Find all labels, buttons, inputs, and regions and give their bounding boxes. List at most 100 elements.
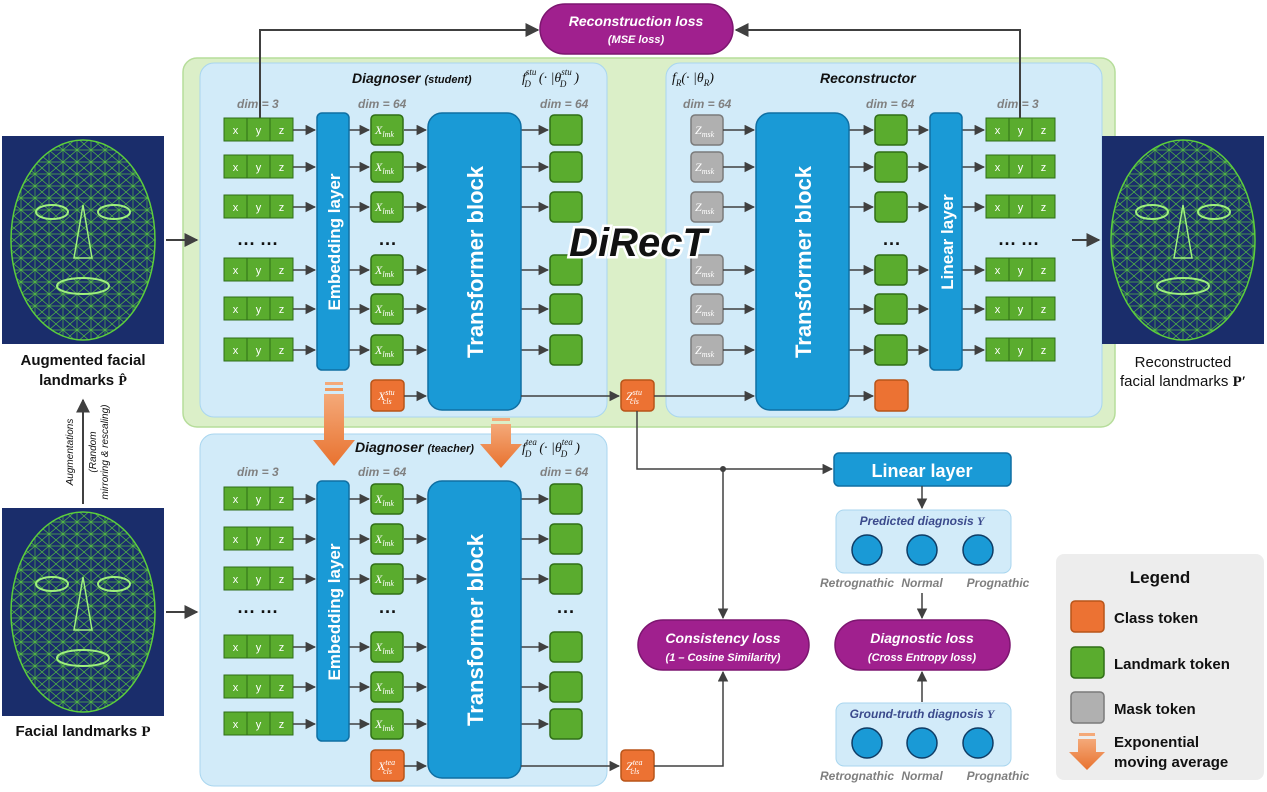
consistency-loss-sub: (1 – Cosine Similarity) (666, 652, 781, 664)
augmentation-label-2: (Random (88, 431, 99, 472)
dim-label: dim = 64 (358, 465, 407, 479)
coordinate-label: y (1018, 202, 1024, 214)
dim-label: dim = 64 (866, 97, 915, 111)
output-token (549, 631, 583, 663)
legend-ema-icon (1069, 733, 1105, 770)
recon-linear-layer (929, 112, 963, 371)
coordinate-label: x (233, 125, 239, 137)
recon-class-output (874, 379, 909, 412)
class-label: Prognathic (967, 576, 1030, 590)
student-embedding-layer (316, 112, 350, 371)
class-probability-circle (906, 534, 938, 566)
diagnostic-loss-title: Diagnostic loss (870, 630, 974, 646)
dim-label: dim = 3 (997, 97, 1039, 111)
ground-truth-title: Ground-truth diagnosis Y (850, 707, 996, 721)
legend-ema-label-1: Exponential (1114, 734, 1199, 751)
landmark-token-label: Xlmk (374, 492, 394, 508)
class-probability-circle (962, 534, 994, 566)
landmark-token (370, 563, 404, 595)
output-token (549, 191, 583, 223)
diagnostic-loss-sub: (Cross Entropy loss) (868, 652, 977, 664)
coordinate-label: y (256, 682, 262, 694)
ellipsis: ··· (379, 234, 397, 254)
recon-transformer-label: Transformer block (791, 165, 816, 358)
mask-token-label: Zmsk (695, 343, 715, 359)
output-token (549, 563, 583, 595)
landmark-token-label: Xlmk (374, 680, 394, 696)
coordinate-label: x (995, 125, 1001, 137)
ema-arrow-transformer (480, 418, 522, 468)
coordinate-label: x (995, 162, 1001, 174)
coordinate-label: x (995, 345, 1001, 357)
augmented-label-line1: Augmented facial (20, 352, 145, 369)
legend-ema-label-2: moving average (1114, 754, 1228, 771)
coordinate-label: z (279, 125, 285, 137)
landmark-token-label: Xlmk (374, 572, 394, 588)
coordinate-label: z (1041, 202, 1047, 214)
diagnostic-loss-box (834, 619, 1011, 671)
student-title: Diagnoser(student) (352, 70, 472, 86)
coordinate-label: x (233, 719, 239, 731)
output-token (549, 293, 583, 325)
reconstruction-loss-box (539, 3, 734, 55)
coordinate-label: z (279, 682, 285, 694)
direct-title: DiRecT (569, 221, 710, 265)
coordinate-label: x (233, 265, 239, 277)
class-probability-circle (962, 727, 994, 759)
coordinate-label: z (279, 265, 285, 277)
coordinate-label: y (256, 304, 262, 316)
reconstructor-function: fR(· |θR) (672, 71, 714, 88)
coordinate-label: x (233, 642, 239, 654)
augmentation-label: Augmentations (65, 419, 76, 487)
reconstruction-loss-title: Reconstruction loss (569, 13, 704, 29)
dim-label: dim = 64 (540, 465, 589, 479)
coordinate-label: x (233, 162, 239, 174)
coordinate-label: x (995, 304, 1001, 316)
ema-arrow-embedding (313, 382, 355, 466)
recon-output-token (874, 293, 908, 325)
landmark-token (370, 483, 404, 515)
coordinate-label: x (233, 345, 239, 357)
coordinate-token (1031, 117, 1056, 142)
teacher-embedding-label: Embedding layer (325, 543, 344, 680)
coordinate-label: z (279, 719, 285, 731)
coordinate-label: z (279, 162, 285, 174)
coordinate-label: y (256, 202, 262, 214)
coordinate-label: z (279, 534, 285, 546)
coordinate-label: x (233, 494, 239, 506)
student-embedding-label: Embedding layer (325, 173, 344, 310)
dim-label: dim = 64 (683, 97, 732, 111)
coordinate-label: y (256, 162, 262, 174)
teacher-transformer-label: Transformer block (463, 533, 488, 726)
coordinate-label: y (256, 345, 262, 357)
dim-label: dim = 3 (237, 465, 279, 479)
coordinate-token (1031, 296, 1056, 321)
recon-output-token (874, 114, 908, 146)
coordinate-token (1031, 194, 1056, 219)
landmark-token (370, 114, 404, 146)
class-label: Retrognathic (820, 769, 894, 783)
coordinate-label: z (279, 345, 285, 357)
landmark-token-label: Xlmk (374, 532, 394, 548)
mask-token-label: Zmsk (695, 123, 715, 139)
legend-mask-swatch (1070, 691, 1105, 724)
coordinate-token (1031, 257, 1056, 282)
class-label: Normal (901, 769, 943, 783)
facial-landmarks-image (2, 508, 164, 716)
output-token (549, 708, 583, 740)
ellipsis: ··· ··· (999, 234, 1040, 254)
coordinate-label: y (256, 125, 262, 137)
coordinate-label: x (233, 534, 239, 546)
landmark-token (370, 334, 404, 366)
dim-label: dim = 64 (540, 97, 589, 111)
coordinate-label: z (279, 202, 285, 214)
class-label: Retrognathic (820, 576, 894, 590)
teacher-title: Diagnoser(teacher) (355, 439, 474, 455)
reconstructed-label-line1: Reconstructed (1135, 354, 1232, 371)
landmark-token-label: Xlmk (374, 263, 394, 279)
coordinate-label: x (995, 202, 1001, 214)
legend-class-label: Class token (1114, 610, 1198, 627)
predicted-diagnosis-title: Predicted diagnosis Y (860, 514, 986, 528)
